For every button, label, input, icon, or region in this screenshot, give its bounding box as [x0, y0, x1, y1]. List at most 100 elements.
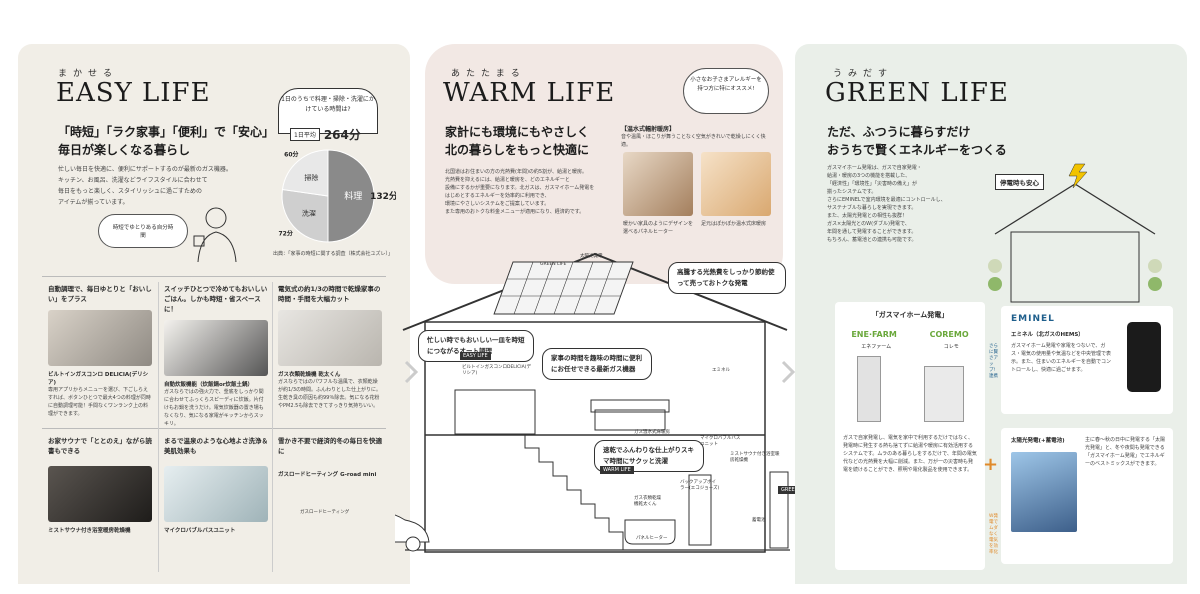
- node-icon: [1148, 277, 1162, 291]
- pie-label-2: 掃除: [304, 173, 318, 182]
- pie-slice-2: [281, 149, 329, 197]
- green-body-line: さらにEMINELで室内環境を最適にコントロールし、: [827, 197, 946, 203]
- warm-kana: あたたまる: [451, 69, 526, 79]
- chevron-right-icon: [404, 360, 418, 384]
- warm-life-panel: あたたまる WARM LIFE 小さなお子さまアレルギーを持つ方に特にオススメ!…: [425, 44, 783, 284]
- easy-bubble-note: 時短でゆとりある自分時間: [98, 214, 188, 248]
- feature-dryer: 電気式の約1/3の時間で乾燥家事の時間・手間を大幅カット ガス衣類乾燥機 乾太く…: [278, 284, 382, 410]
- easy-headline-2: 毎日が楽しくなる暮らし: [58, 143, 191, 157]
- feature-caption: ガス衣類乾燥機 乾太くん: [278, 372, 341, 378]
- outage-label: 停電時も安心: [995, 174, 1044, 190]
- floor-heating-photo: [701, 152, 771, 216]
- panel-heater-photo: [623, 152, 693, 216]
- label-solar: 太陽光発電: [580, 254, 603, 259]
- warm-title: WARM LIFE: [443, 78, 616, 108]
- eminel-side-label: さらに賢さアップ!連携: [989, 344, 998, 379]
- feature-title: 電気式の約1/3の時間で乾燥家事の時間・手間を大幅カット: [278, 285, 381, 303]
- green-body-line: 年間を通して発電することができます。: [827, 229, 917, 235]
- photo2-caption: 足元はぽかぽか温水式床暖房: [701, 221, 767, 227]
- green-headline-2: おうちで賢くエネルギーをつくる: [827, 143, 1007, 157]
- energy-system-diagram: [988, 163, 1162, 303]
- chevron-right-icon: [781, 360, 795, 384]
- easy-body-line: アイテムが揃っています。: [58, 199, 129, 206]
- feature-title: スイッチひとつで冷めてもおいしいごはん。しかも時短・省スペースに！: [164, 285, 268, 313]
- solar-title: 太陽光発電(+蓄電池): [1011, 438, 1065, 444]
- green-body-line: サステナブルな暮らしを実現できます。: [827, 205, 917, 211]
- label-kanta: ガス衣類乾燥機乾太くん: [634, 496, 661, 507]
- green-body-line: もちろん、蓄電池との連携も可能です。: [827, 237, 917, 243]
- home-power-desc: ガスで自家発電し、電気を家中で利用するだけではなく、発電時に発生する熱も捨てずに…: [843, 435, 977, 473]
- bathtub: [624, 519, 676, 545]
- easy-headline-1: 「時短」「ラク家事」「便利」で「安心」: [58, 125, 275, 139]
- warm-body-line: はじめとするエネルギーを効率的に利用でき、: [445, 193, 550, 199]
- label-road-heating: ガスロードヒーティング: [300, 510, 350, 515]
- plus-icon: +: [983, 454, 999, 475]
- label-backup-boiler: バックアップボイラー(エコジョーズ): [680, 480, 720, 491]
- green-body-line: 「経済性」「環境性」「災害時の備え」が: [827, 181, 918, 187]
- car: [395, 514, 430, 543]
- feature-title: 雪かき不要で経済的冬の毎日を快適に: [278, 437, 382, 455]
- eminel-title: エミネル（北ガスのHEMS）: [1011, 332, 1084, 338]
- warm-body-line: また専用のおトクな料金メニューが適用になり、経済的です。: [445, 209, 585, 215]
- label-konro: ビルトインガスコンロDELICIA(デリシア): [462, 365, 531, 376]
- solar-desc: 主に春〜秋の日中に発電する「太陽光発電」と、冬や夜間も発電できる「ガスマイホーム…: [1085, 437, 1166, 467]
- badge-easy-life: EASY LIFE: [460, 352, 491, 360]
- pie-value-2: 60分: [284, 151, 298, 159]
- feature-caption: ミストサウナ付き浴室暖房乾燥機: [48, 528, 131, 534]
- easy-title: EASY LIFE: [56, 78, 211, 108]
- sofa: [590, 399, 670, 431]
- dryer-photo: [278, 310, 382, 366]
- solar-panels: [493, 261, 634, 315]
- heating-desc: 音や温風・ほこりが舞うことなく空気がきれいで乾燥しにくく快適。: [621, 134, 766, 148]
- warm-headline-1: 家計にも環境にもやさしく: [445, 125, 590, 139]
- label-floor-heating: ガス温水式床暖房: [634, 430, 670, 435]
- enefarm-logo: ENE·FARM: [851, 330, 897, 339]
- green-kana: うみだす: [833, 69, 894, 79]
- feature-body: ガスならではの強火力で、釜底をしっかり間に合わせてふっくらスピーディに炊飯。片付…: [164, 389, 264, 427]
- bubble-dryer: 家事の時間を趣味の時間に便利にお任せできる最新ガス機器: [542, 348, 652, 380]
- feature-bubble-bath: まるで温泉のような心地よさ洗浄＆美肌効果も マイクロバブルバスユニット: [164, 436, 268, 534]
- home-power-card: 「ガスマイホーム発電」 ENE·FARM COREMO エネファーム コレモ ガ…: [835, 302, 985, 570]
- node-icon: [988, 277, 1002, 291]
- feature-caption: ビルトインガスコンロ DELICIA(デリシア): [48, 372, 149, 386]
- green-body-line: ガスマイホーム発電は、ガスで自家発電・: [827, 165, 922, 171]
- bathtub-photo: [164, 466, 268, 522]
- home-power-title: 「ガスマイホーム発電」: [871, 311, 949, 319]
- feature-sauna: お家サウナで「ととのえ」ながら読書もできる ミストサウナ付き浴室暖房乾燥機: [48, 436, 152, 534]
- gas-home-power-unit: [769, 471, 789, 549]
- warm-bubble-note: 小さなお子さまアレルギーを持つ方に特にオススメ!: [683, 68, 769, 114]
- feature-road-heating: 雪かき不要で経済的冬の毎日を快適に ガスロードヒーティング G-road min…: [278, 436, 382, 478]
- pie-value-1: 72分: [278, 230, 292, 238]
- green-body: ガスマイホーム発電は、ガスで自家発電・ 給湯・暖房の3つの機能を搭載した、 「経…: [827, 164, 1017, 244]
- house-illustration: [395, 252, 790, 553]
- easy-body-line: キッチン、お風呂、洗濯などライフスタイルに合わせて: [58, 177, 208, 184]
- chart-question: 1日のうちで料理・掃除・洗濯にかけている時間は?: [278, 88, 378, 134]
- easy-kana: まかせる: [58, 69, 119, 79]
- warm-body-line: 設備にするかが重要になります。北ガスは、ガスマイホーム発電を: [445, 185, 595, 191]
- daily-average-label: 1日平均: [290, 128, 320, 141]
- feature-caption: 自動炊飯機能（炊飯鍋or炊飯土鍋）: [164, 382, 253, 388]
- coremo-label: コレモ: [943, 344, 959, 350]
- car-wheel: [405, 536, 421, 552]
- warm-body-line: 光熱費を抑えるには、給湯と暖房を、どのエネルギーと: [445, 177, 570, 183]
- warm-body: 北国道はお住まいの方の光熱費(年間)の約5割が、給湯と暖房。 光熱費を抑えるには…: [445, 168, 623, 216]
- feature-title: お家サウナで「ととのえ」ながら読書もできる: [48, 437, 152, 455]
- smartphone-image: [1127, 322, 1161, 392]
- pie-label-0: 料理: [344, 190, 362, 202]
- node-icon: [1148, 259, 1162, 273]
- green-life-panel: うみだす GREEN LIFE ただ、ふつうに暮らすだけ おうちで賢くエネルギー…: [795, 44, 1187, 584]
- pie-slice-0: [327, 149, 375, 243]
- eminel-logo: EMINEL: [1011, 314, 1055, 324]
- heating-title: 【温水式輻射暖房】: [621, 126, 676, 133]
- badge-warm-life: WARM LIFE: [600, 466, 634, 474]
- staircase: [524, 435, 624, 550]
- pie-value-0: 132分: [370, 190, 396, 202]
- lightning-icon: [1068, 163, 1088, 189]
- rice-pot-photo: [164, 320, 268, 376]
- feature-body: 専用アプリからメニューを選び、下ごしらえすれば、ボタンひとつで最大4つの料理が同…: [48, 387, 151, 417]
- pie-slice-1: [281, 188, 329, 243]
- feature-rice: スイッチひとつで冷めてもおいしいごはん。しかも時短・省スペースに！ 自動炊飯機能…: [164, 284, 268, 428]
- green-headline-1: ただ、ふつうに暮らすだけ: [827, 125, 971, 139]
- solar-side-label: W発電でムダなく電気を効率化: [989, 514, 998, 555]
